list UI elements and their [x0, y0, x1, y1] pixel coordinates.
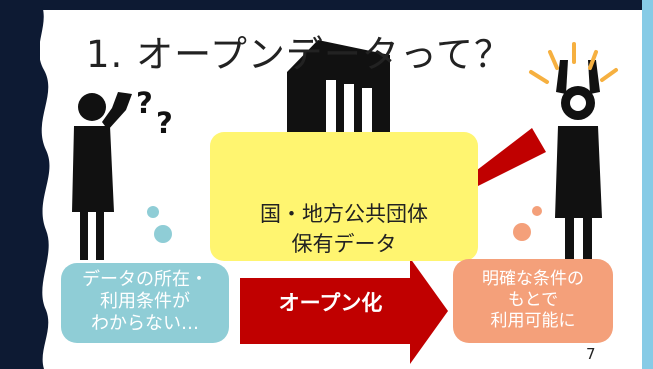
- right-thought-box-text: 明確な条件の もとで 利用可能に: [453, 269, 613, 332]
- left-thought-box: [61, 263, 229, 343]
- center-box-line1: 国・地方公共団体: [260, 202, 428, 226]
- slide-title: 1. オープンデータって？: [86, 33, 512, 76]
- thought-bubble-2: [154, 225, 172, 243]
- right-box-line2: もとで: [507, 290, 559, 310]
- right-accent-strip: [642, 0, 653, 369]
- open-arrow-label: オープン化: [278, 291, 383, 315]
- center-box-line2: 保有データ: [291, 232, 397, 256]
- thought-bubble-4: [513, 223, 531, 241]
- surprised-person-icon: [555, 60, 602, 262]
- left-thought-box-text: データの所在・ 利用条件が わからない…: [61, 269, 229, 335]
- right-box-line3: 利用可能に: [490, 311, 576, 331]
- right-box-line1: 明確な条件の: [482, 269, 584, 289]
- center-data-box: [210, 132, 478, 261]
- right-thought-box: [453, 259, 613, 343]
- thought-bubble-1: [147, 206, 159, 218]
- confused-person-icon: [72, 92, 132, 260]
- center-data-box-text: 国・地方公共団体 保有データ: [210, 199, 478, 259]
- page-number: 7: [586, 345, 596, 363]
- idea-lines-icon: [529, 42, 618, 84]
- wavy-left-edge: [0, 0, 50, 369]
- thought-bubble-3: [532, 206, 542, 216]
- left-box-line3: わからない…: [91, 313, 199, 334]
- left-box-line1: データの所在・: [82, 269, 208, 290]
- question-mark-2: ?: [156, 106, 173, 140]
- big-red-arrow: [240, 258, 448, 364]
- left-box-line2: 利用条件が: [100, 291, 190, 312]
- question-mark-1: ?: [136, 86, 153, 120]
